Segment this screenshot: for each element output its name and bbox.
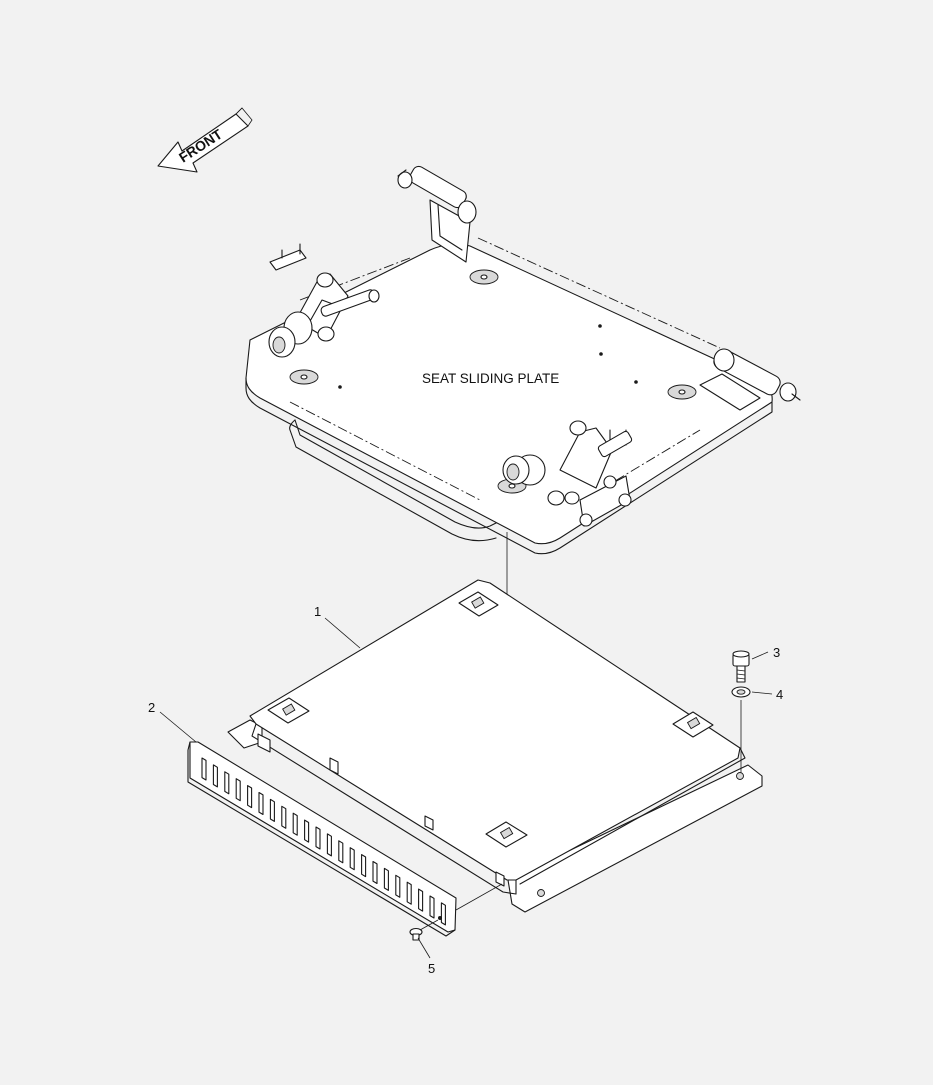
louver-slot (372, 860, 378, 885)
louver-slot (201, 757, 207, 781)
front-right-latch (502, 420, 633, 527)
louver-slot (212, 764, 218, 788)
callout-3: 3 (773, 645, 780, 660)
louver-slot (235, 778, 241, 802)
louver-slot (326, 833, 332, 857)
louver-slot (258, 791, 264, 816)
seat-sliding-plate: SEAT SLIDING PLATE (245, 165, 801, 555)
front-arrow: FRONT (157, 107, 253, 173)
louver-slot (349, 847, 355, 871)
louver-slot (247, 785, 253, 809)
louver-slots (201, 757, 446, 926)
louver-slot (395, 874, 401, 898)
part-4-washer (731, 686, 751, 698)
louver-slot (418, 888, 424, 912)
louver-slot (304, 819, 310, 843)
callout-2: 2 (148, 700, 155, 715)
part-5-screw (409, 927, 423, 941)
front-left-latch (268, 243, 380, 358)
callout-4: 4 (776, 687, 783, 702)
louver-slot (281, 805, 287, 829)
louver-slot (315, 826, 321, 850)
rear-bracket (397, 165, 477, 263)
part-1-cover-plate (227, 579, 763, 913)
louver-slot (224, 771, 230, 795)
louver-slot (361, 854, 367, 878)
seat-plate-label: SEAT SLIDING PLATE (422, 371, 559, 386)
louver-slot (440, 902, 446, 926)
louver-slot (406, 881, 412, 905)
right-bracket (699, 348, 801, 411)
callout-1: 1 (314, 604, 321, 619)
louver-slot (429, 895, 435, 919)
louver-slot (338, 840, 344, 864)
seat-rail-loop (294, 419, 503, 529)
callout-5: 5 (428, 961, 435, 976)
louver-slot (292, 812, 298, 836)
louver-slot (383, 867, 389, 891)
part-3-bolt (732, 650, 750, 683)
louver-slot (269, 798, 275, 822)
part-2-louvered-panel (187, 741, 457, 937)
